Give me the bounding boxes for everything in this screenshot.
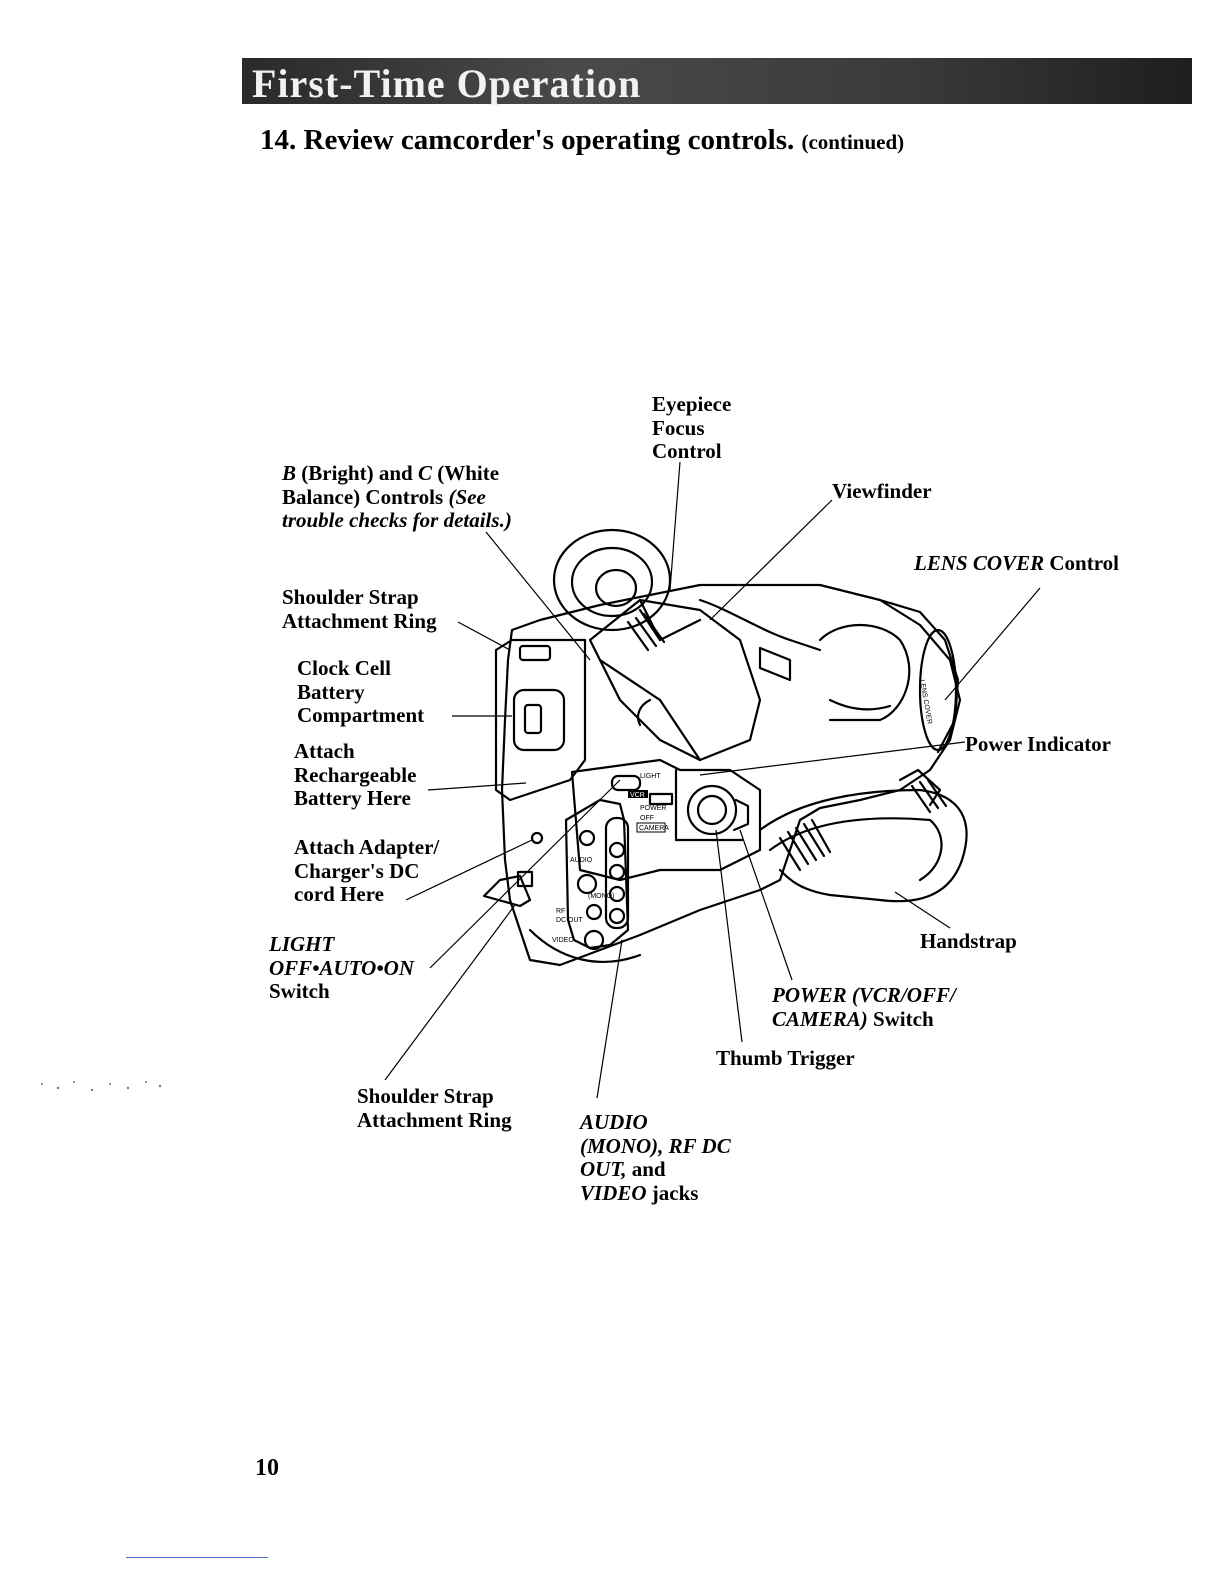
- panel-camera-label: CAMERA: [639, 825, 669, 832]
- power-indicator-label: Power Indicator: [965, 732, 1112, 756]
- handstrap: [758, 788, 968, 903]
- thumb-leader: [715, 829, 743, 1043]
- handstrap-leader: [894, 891, 951, 929]
- light-switch-leader: [429, 779, 621, 969]
- clock-cell-battery-label: Clock Cell Battery Compartment: [297, 656, 425, 727]
- lens-cover-control-label: LENS COVER Control: [914, 551, 1119, 575]
- thumb-trigger-label: Thumb Trigger: [716, 1046, 855, 1070]
- adapter-leader: [405, 839, 533, 901]
- shoulder-bottom-leader: [384, 904, 516, 1081]
- footer-rule: [126, 1557, 268, 1558]
- heading-continued: (continued): [801, 130, 905, 154]
- attach-adapter-label: Attach Adapter/ Charger's DC cord Here: [294, 835, 440, 906]
- shoulder-strap-ring-bottom-label: Shoulder Strap Attachment Ring: [357, 1084, 512, 1132]
- power-switch-leader: [739, 829, 793, 981]
- viewfinder-label: Viewfinder: [832, 479, 932, 503]
- shoulder-strap-ring-top-label: Shoulder Strap Attachment Ring: [282, 585, 437, 633]
- panel-video-label: VIDEO: [552, 937, 574, 944]
- panel-dcout-label: DC OUT: [556, 917, 584, 924]
- power-indicator-leader: [699, 741, 966, 776]
- page-number: 10: [255, 1455, 279, 1481]
- section-banner: First-Time Operation: [242, 58, 1192, 106]
- power-switch-label: POWER (VCR/OFF/ CAMERA) Switch: [772, 983, 956, 1031]
- panel-mono-label: (MONO): [588, 893, 614, 900]
- light-switch-label: LIGHT OFF•AUTO•ON Switch: [269, 932, 415, 1003]
- page-heading: 14. Review camcorder's operating control…: [260, 124, 904, 157]
- jacks-label: AUDIO (MONO), RF DC OUT, and VIDEO jacks: [580, 1110, 731, 1205]
- control-panel: [570, 758, 762, 882]
- bright-white-balance-label: B (Bright) and C (White Balance) Control…: [282, 461, 512, 532]
- eyepiece: [552, 528, 672, 632]
- panel-off-label: OFF: [640, 815, 654, 822]
- eyepiece-leader: [669, 461, 681, 591]
- heading-title: 14. Review camcorder's operating control…: [260, 124, 795, 156]
- panel-vcr-label: VCR: [630, 792, 645, 799]
- viewfinder-leader: [709, 499, 833, 621]
- camcorder-body: [500, 583, 962, 967]
- battery-leader: [427, 782, 527, 791]
- panel-power-label: POWER: [640, 805, 666, 812]
- handstrap-label: Handstrap: [920, 929, 1017, 953]
- viewfinder-tube: [588, 598, 762, 762]
- lens-cover-leader: [944, 587, 1041, 701]
- panel-audio-label: AUDIO: [570, 857, 593, 864]
- jacks-leader: [596, 939, 623, 1099]
- banner-title: First-Time Operation: [252, 61, 642, 106]
- panel-light-label: LIGHT: [640, 773, 661, 780]
- panel-rf-label: RF: [556, 908, 565, 915]
- eyepiece-focus-label: Eyepiece Focus Control: [652, 392, 732, 463]
- power-dial: [686, 784, 738, 836]
- shoulder-top-leader: [457, 621, 511, 651]
- bright-leader: [485, 531, 591, 661]
- attach-battery-label: Attach Rechargeable Battery Here: [294, 739, 417, 810]
